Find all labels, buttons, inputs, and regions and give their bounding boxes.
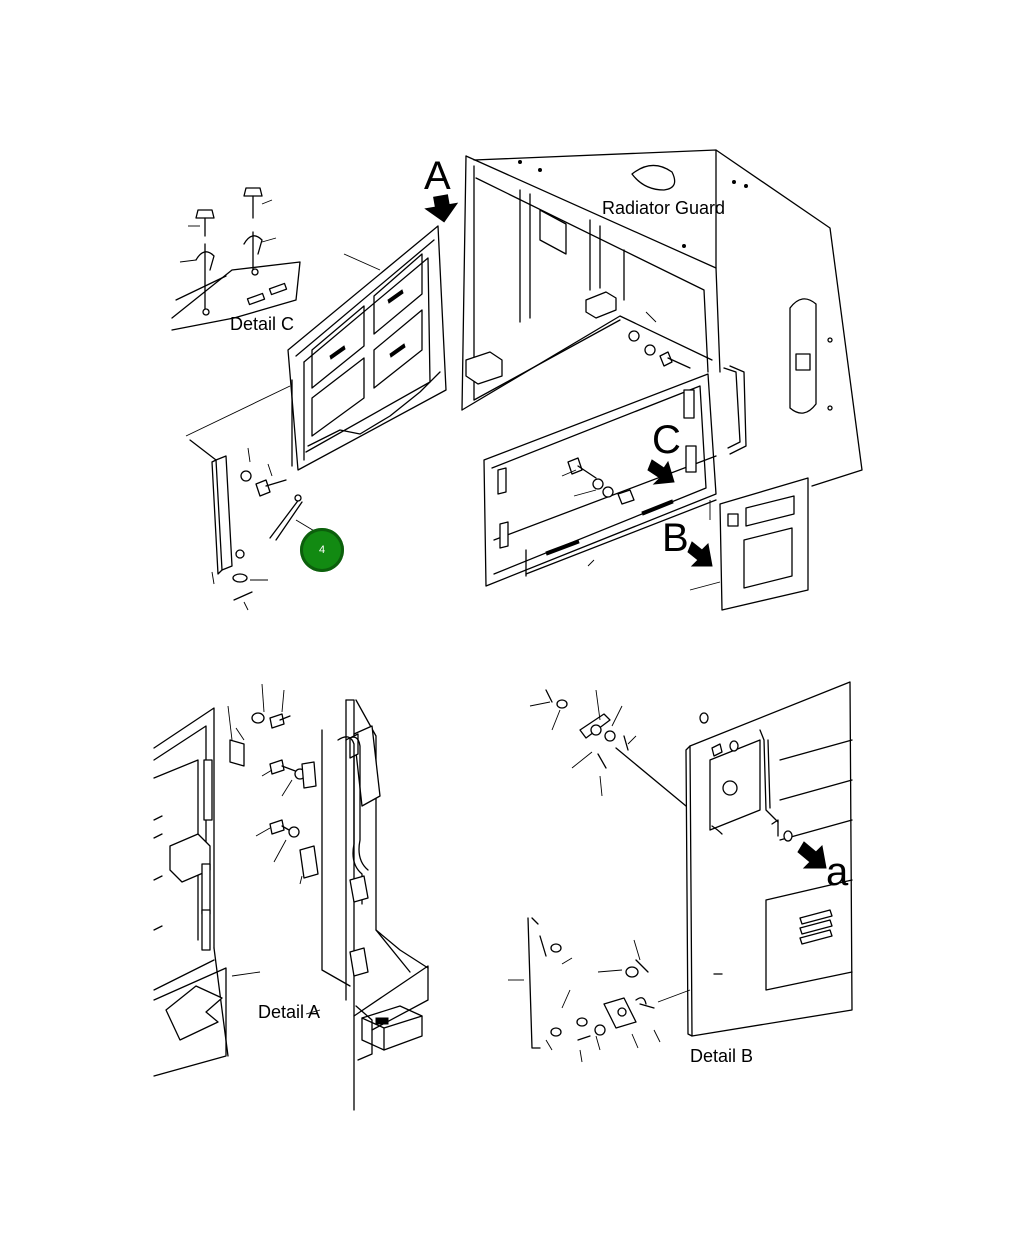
label-plate: [689, 477, 809, 611]
label-detail-a: Detail A: [258, 1002, 321, 1022]
label-letter-b: B: [662, 516, 689, 560]
arrow-a-small: [797, 841, 827, 869]
label-detail-b: Detail B: [690, 1046, 754, 1066]
part-callout-badge[interactable]: 4: [300, 528, 344, 572]
arrow-a: [424, 194, 459, 223]
label-letter-a-small: a: [826, 850, 849, 894]
label-detail-c: Detail C: [230, 314, 295, 334]
detail-a-drawing: [153, 683, 429, 1111]
detail-b-drawing: [508, 681, 853, 1063]
side-panel-door: [185, 225, 447, 471]
detail-c-drawing: [171, 187, 301, 331]
hinge-post: [189, 439, 317, 611]
label-radiator-guard: Radiator Guard: [602, 198, 726, 218]
arrow-c: [647, 459, 675, 485]
radiator-guard-body: [461, 149, 863, 487]
arrow-b: [687, 541, 713, 567]
bottom-panel: [483, 373, 717, 587]
label-letter-c: C: [652, 418, 681, 462]
label-letter-a: A: [424, 154, 451, 198]
